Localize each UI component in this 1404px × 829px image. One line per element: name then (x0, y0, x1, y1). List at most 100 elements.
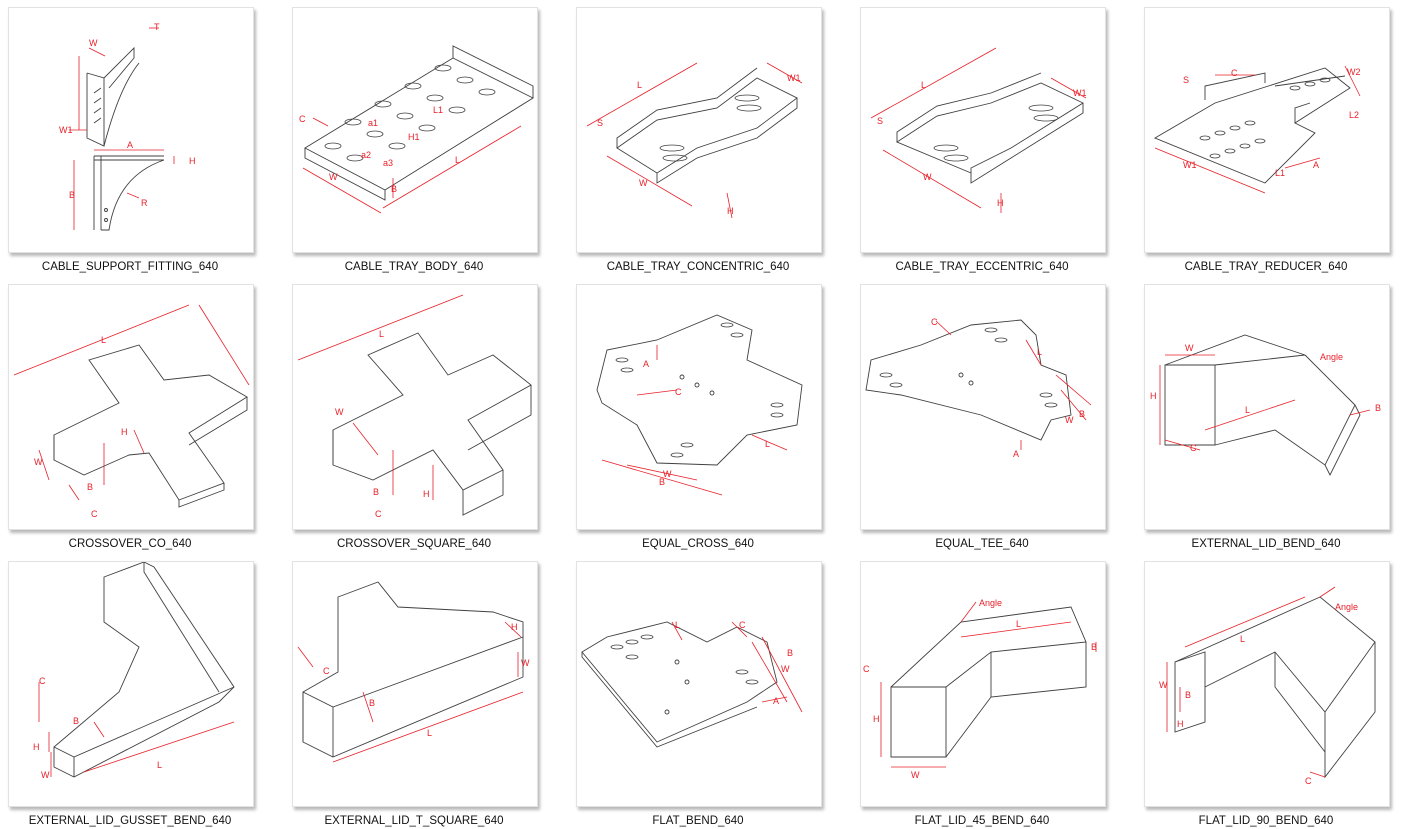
dim-label: W (89, 38, 98, 48)
dim-label: W1 (787, 73, 801, 83)
drawing-thumbnail[interactable]: L H W B C (8, 284, 254, 530)
dim-label: C (863, 664, 870, 674)
dim-label: S (877, 116, 883, 126)
dim-label: B (787, 648, 793, 658)
dim-label: H (873, 714, 880, 724)
dim-label: L (427, 728, 432, 738)
file-name: CABLE_TRAY_BODY_640 (344, 261, 484, 273)
drawing: L H W B C (13, 304, 250, 519)
dim-label: Angle (1335, 602, 1358, 612)
dim-label: a3 (383, 158, 393, 168)
dim-label: B (1079, 409, 1085, 419)
file-name: CABLE_TRAY_ECCENTRIC_640 (895, 261, 1069, 273)
dim-label: C (39, 676, 46, 686)
dim-label: H (727, 206, 734, 216)
drawing-thumbnail[interactable]: H C W B L (292, 561, 538, 807)
dim-label: B (1091, 642, 1097, 652)
file-name: FLAT_LID_90_BEND_640 (1198, 815, 1334, 827)
dim-label: L (921, 80, 926, 90)
dim-label: Angle (1320, 352, 1343, 362)
dim-label: H (33, 742, 40, 752)
drawing: A C W B L (596, 314, 803, 496)
drawing-thumbnail[interactable]: W Angle H L B C (1144, 284, 1390, 530)
dim-label: W (781, 664, 790, 674)
file-name: EQUAL_CROSS_640 (642, 538, 754, 550)
dim-label: C (299, 114, 306, 124)
dim-label: H (511, 622, 518, 632)
drawing-thumbnail[interactable]: S C W2 L2 W1 L1 A (1144, 7, 1390, 253)
dim-label: L (1245, 405, 1250, 415)
drawing-thumbnail[interactable]: Angle L W B H C (1144, 561, 1390, 807)
dim-label: L (101, 335, 106, 345)
dim-label: L (379, 329, 384, 339)
dim-label: L (1037, 347, 1042, 357)
file-name: CABLE_TRAY_REDUCER_640 (1184, 261, 1348, 273)
dim-label: R (141, 198, 148, 208)
drawing-thumbnail[interactable]: W T W1 A H B R (8, 7, 254, 253)
dim-label: W (335, 407, 344, 417)
drawing-thumbnail[interactable]: A C W B L (576, 284, 822, 530)
dim-label: a1 (368, 118, 378, 128)
dim-label: B (87, 482, 93, 492)
dim-label: H (121, 427, 128, 437)
dim-label: T (154, 22, 160, 32)
dim-label: B (1185, 690, 1191, 700)
drawing: S C W2 L2 W1 L1 A (1153, 65, 1361, 194)
drawing-thumbnail[interactable]: C a1 L1 a2 H1 a3 L W B (292, 7, 538, 253)
file-name: EQUAL_TEE_640 (935, 538, 1029, 550)
dim-label: W (521, 658, 530, 668)
dim-label: C (91, 509, 98, 519)
drawing-thumbnail[interactable]: L C B W A (576, 561, 822, 807)
drawing-thumbnail[interactable]: L W1 S W H (860, 7, 1106, 253)
dim-label: W (911, 770, 920, 780)
drawing-thumbnail[interactable]: L W B H C (292, 284, 538, 530)
dim-label: C (931, 317, 938, 327)
dim-label: L (765, 439, 770, 449)
dim-label: W (1065, 415, 1074, 425)
file-name: CROSSOVER_SQUARE_640 (336, 538, 492, 550)
file-name: CROSSOVER_CO_640 (68, 538, 192, 550)
drawing-thumbnail[interactable]: Angle L C B H W (860, 561, 1106, 807)
dim-label: A (773, 696, 779, 706)
drawing: L C B W A (581, 620, 803, 748)
drawing-thumbnail[interactable]: C B H W L (8, 561, 254, 807)
file-name: CABLE_SUPPORT_FITTING_640 (41, 261, 219, 273)
dim-label: C (739, 620, 746, 630)
dim-label: L (157, 760, 162, 770)
dim-label: C (375, 509, 382, 519)
file-name: EXTERNAL_LID_GUSSET_BEND_640 (28, 815, 232, 827)
dim-label: L (675, 620, 680, 630)
dim-label: W (41, 770, 50, 780)
file-name: CABLE_TRAY_CONCENTRIC_640 (606, 261, 790, 273)
dim-label: W (639, 178, 648, 188)
drawing: W T W1 A H B R (59, 22, 196, 231)
dim-label: C (1305, 776, 1312, 786)
dim-label: C (1190, 443, 1197, 453)
drawing-thumbnail[interactable]: L W1 S W H (576, 7, 822, 253)
dim-label: L2 (1349, 110, 1359, 120)
drawing: L W B H C (297, 294, 532, 519)
dim-label: L1 (433, 105, 443, 115)
dim-label: H (997, 198, 1004, 208)
dim-label: L (1240, 634, 1245, 644)
dim-label: W (34, 457, 43, 467)
drawing: L W1 S W H (586, 62, 803, 219)
dim-label: Angle (979, 598, 1002, 608)
dim-label: A (1013, 449, 1019, 459)
dim-label: B (659, 477, 665, 487)
drawing-thumbnail[interactable]: C L B W A (860, 284, 1106, 530)
drawing: W Angle H L B C (1150, 334, 1381, 477)
dim-label: C (323, 666, 330, 676)
dim-label: W (329, 172, 338, 182)
dim-label: W (1159, 680, 1168, 690)
dim-label: a2 (361, 150, 371, 160)
dim-label: H (1177, 719, 1184, 729)
dim-label: W1 (59, 125, 73, 135)
file-name: EXTERNAL_LID_BEND_640 (1191, 538, 1341, 550)
dim-label: B (69, 190, 75, 200)
dim-label: H (189, 156, 196, 166)
dim-label: W (663, 469, 672, 479)
drawing: C L B W A (865, 317, 1092, 459)
dim-label: L (1016, 619, 1021, 629)
drawing: Angle L C B H W (863, 598, 1097, 780)
